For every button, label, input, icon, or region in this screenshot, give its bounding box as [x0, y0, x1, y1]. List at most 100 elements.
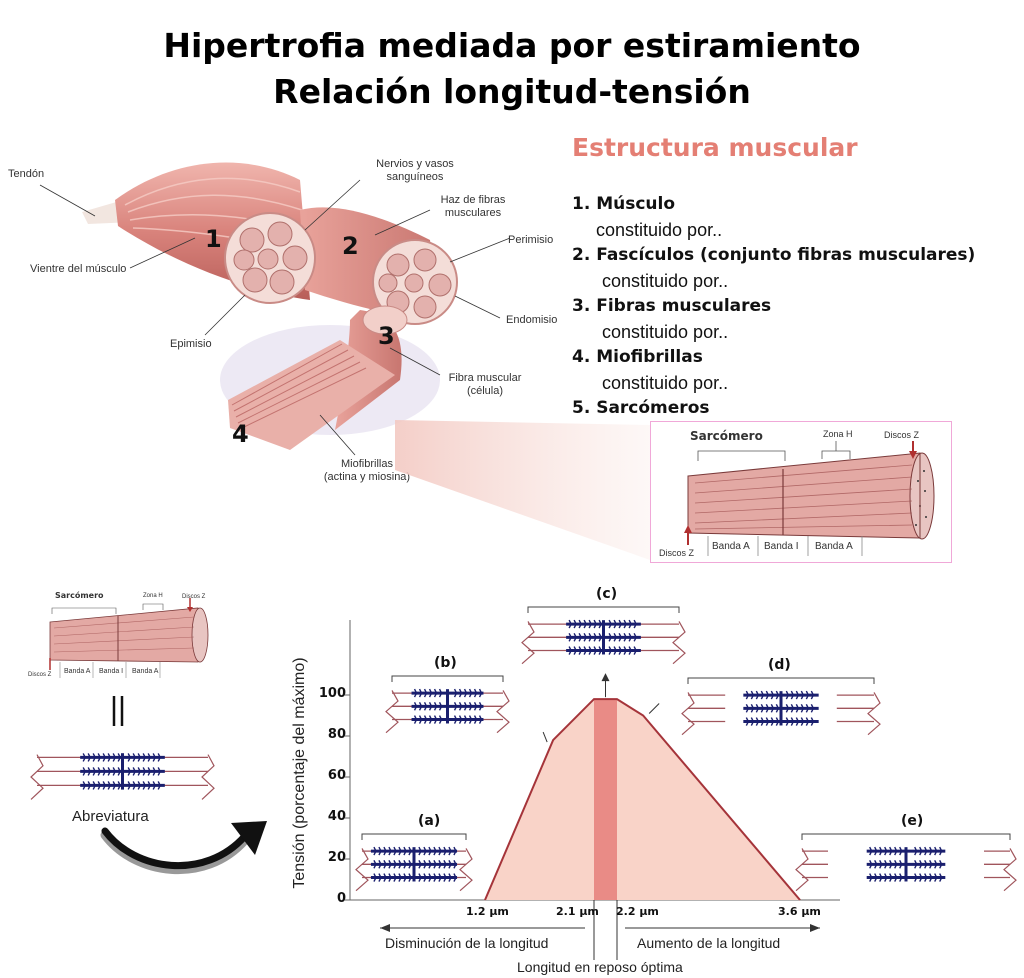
myosin-head — [142, 757, 146, 762]
myosin-head — [87, 753, 91, 758]
myosin-head — [628, 650, 632, 655]
myosin-head — [82, 767, 86, 772]
z-disc-line — [521, 621, 535, 665]
myosin-head — [112, 771, 116, 776]
myosin-head — [453, 692, 458, 698]
myosin-head — [102, 757, 106, 762]
sarcomere-small — [49, 598, 209, 678]
label-haz: Haz de fibras musculares — [428, 194, 518, 220]
y-tick-40: 40 — [327, 809, 346, 824]
myosin-head — [463, 719, 468, 724]
myosin-head — [939, 877, 943, 882]
length-tension-chart — [345, 620, 840, 960]
myosin-head — [889, 850, 893, 856]
x-tick-3-6: 3.6 μm — [778, 905, 821, 918]
myosin-head — [924, 850, 928, 856]
myosin-head — [403, 860, 407, 865]
z-disc-line — [1003, 848, 1017, 892]
myosin-head — [919, 873, 923, 878]
myosin-head — [443, 877, 447, 882]
myosin-head — [478, 706, 483, 711]
myosin-head — [894, 864, 898, 869]
myosin-head — [398, 860, 402, 865]
sarcomere-schematic-b — [385, 675, 510, 734]
myosin-head — [117, 757, 121, 762]
x-tick-1-2: 1.2 μm — [466, 905, 509, 918]
panel-label-e: (e) — [901, 813, 924, 829]
myosin-head — [899, 860, 903, 865]
myosin-head — [598, 650, 602, 655]
myosin-head — [628, 646, 632, 651]
myosin-head — [413, 715, 418, 720]
myosin-head — [578, 619, 582, 625]
myosin-head — [127, 781, 131, 786]
myosin-head — [889, 877, 893, 882]
myosin-head — [127, 767, 131, 772]
myosin-head — [147, 785, 151, 790]
myosin-head — [618, 619, 622, 625]
myosin-head — [157, 781, 161, 786]
myosin-head — [598, 619, 602, 625]
myosin-head — [443, 860, 447, 865]
label-epimisio: Epimisio — [170, 338, 212, 350]
myosin-head — [810, 717, 814, 722]
myosin-head — [874, 850, 878, 856]
myosin-head — [633, 619, 637, 625]
myosin-head — [588, 650, 592, 655]
myosin-head — [598, 623, 602, 629]
myosin-head — [393, 860, 397, 865]
myosin-head — [413, 719, 418, 724]
myosin-head — [428, 846, 432, 852]
structure-item-1: 1. Músculo — [572, 194, 676, 214]
myosin-head — [750, 690, 754, 696]
myosin-head — [573, 646, 577, 651]
myosin-head — [383, 873, 387, 878]
myosin-head — [418, 846, 422, 852]
label-nervios: Nervios y vasos sanguíneos — [360, 158, 470, 184]
z-disc-line — [672, 621, 686, 665]
myosin-head — [613, 646, 617, 651]
myosin-head — [578, 650, 582, 655]
myosin-head — [468, 702, 473, 707]
myosin-head — [879, 877, 883, 882]
myosin-head — [448, 877, 452, 882]
myosin-head — [790, 704, 794, 709]
myosin-head — [568, 637, 572, 642]
myosin-head — [473, 692, 478, 698]
anatomy-number-4: 4 — [232, 420, 249, 448]
myosin-head — [468, 715, 473, 720]
anatomy-number-1: 1 — [205, 225, 222, 253]
myosin-head — [418, 877, 422, 882]
sarcomere-schematic-a — [355, 833, 473, 892]
myosin-head — [583, 619, 587, 625]
sarcomere-bracket — [687, 677, 875, 684]
myosin-head — [810, 694, 814, 700]
myosin-head — [755, 694, 759, 700]
myosin-head — [765, 721, 769, 726]
myosin-head — [152, 785, 156, 790]
myosin-head — [378, 873, 382, 878]
sarcomere-detail-discos-z-top: Discos Z — [884, 430, 920, 440]
myosin-head — [403, 864, 407, 869]
myosin-head — [428, 719, 433, 724]
myosin-head — [613, 633, 617, 638]
myosin-head — [939, 873, 943, 878]
myosin-head — [468, 688, 473, 694]
myosin-head — [418, 860, 422, 865]
myosin-head — [408, 846, 412, 852]
myosin-head — [92, 785, 96, 790]
myosin-head — [408, 873, 412, 878]
myosin-head — [132, 767, 136, 772]
myosin-head — [613, 619, 617, 625]
sarcomere-bracket — [391, 675, 504, 682]
myosin-head — [428, 860, 432, 865]
myosin-head — [408, 864, 412, 869]
myosin-head — [588, 619, 592, 625]
sarcomere-schematic-d — [681, 677, 881, 736]
myosin-head — [433, 864, 437, 869]
myosin-head — [458, 688, 463, 694]
myosin-head — [628, 619, 632, 625]
myosin-head — [750, 704, 754, 709]
label-nervios-line2: sanguíneos — [386, 171, 444, 183]
myosin-head — [383, 846, 387, 852]
